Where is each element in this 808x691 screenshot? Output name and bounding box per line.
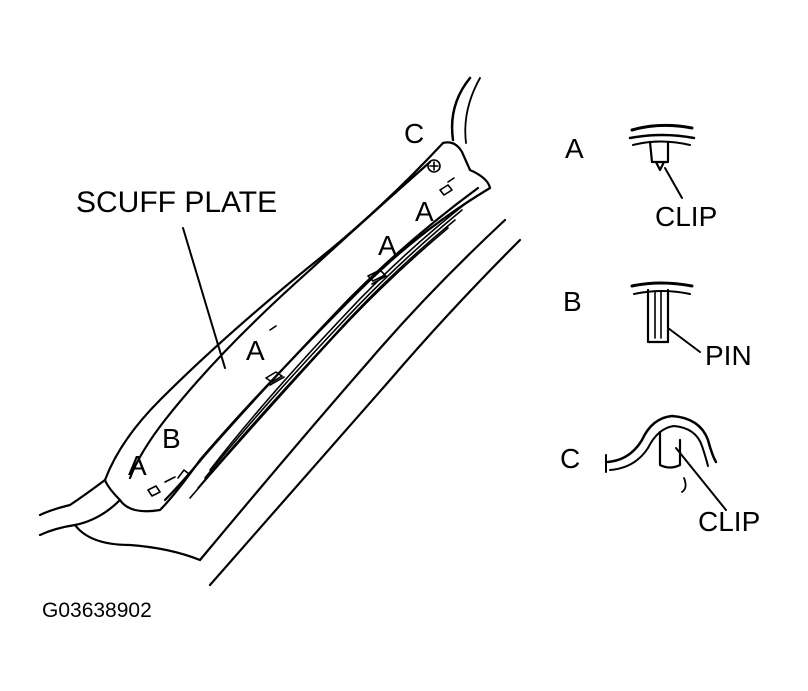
scuff-plate-outline-bottom bbox=[103, 186, 492, 513]
marker-a-top: A bbox=[415, 196, 434, 227]
detail-a-leader bbox=[664, 167, 683, 199]
detail-c-clip-drawing bbox=[605, 414, 727, 511]
door-opening-curve bbox=[450, 76, 472, 142]
detail-a-clip-label: CLIP bbox=[655, 201, 718, 232]
detail-b-leader bbox=[667, 327, 701, 353]
plate-clip-a-mid bbox=[265, 371, 285, 386]
plate-clip-a-top bbox=[439, 177, 455, 196]
scuff-plate-label: SCUFF PLATE bbox=[76, 186, 278, 219]
plate-lower-end bbox=[38, 478, 107, 517]
door-opening-curve-inner bbox=[464, 77, 481, 144]
figure-id: G03638902 bbox=[42, 599, 152, 622]
detail-b-marker: B bbox=[563, 286, 582, 317]
plate-rib-3 bbox=[197, 219, 456, 489]
marker-b-on-plate: B bbox=[162, 423, 181, 454]
marker-a-upper: A bbox=[378, 230, 397, 261]
detail-c-leader bbox=[675, 447, 727, 511]
plate-screw-c bbox=[427, 159, 441, 173]
sill-left-curve bbox=[73, 523, 202, 562]
plate-inner-border-2 bbox=[163, 186, 480, 502]
detail-c-marker: C bbox=[560, 443, 581, 474]
plate-inner-border-1 bbox=[128, 160, 432, 480]
plate-rib-2 bbox=[204, 209, 463, 479]
marker-a-middle: A bbox=[246, 335, 265, 366]
marker-a-lower: A bbox=[128, 450, 147, 481]
scuff-plate-leader bbox=[182, 227, 226, 369]
plate-rib-4 bbox=[189, 227, 449, 499]
plate-rib-1 bbox=[209, 199, 471, 471]
detail-a-clip-drawing bbox=[628, 123, 696, 199]
sill-line-2 bbox=[208, 238, 522, 587]
detail-c-clip-label: CLIP bbox=[698, 506, 761, 537]
marker-c-on-plate: C bbox=[404, 118, 425, 149]
sill-line-1 bbox=[198, 218, 507, 562]
detail-b-pin-drawing bbox=[630, 281, 701, 353]
plate-clip-a-lower bbox=[147, 469, 190, 497]
plate-clip-a-upper bbox=[367, 269, 387, 285]
plate-upper-end bbox=[441, 141, 492, 190]
plate-tick bbox=[269, 325, 277, 331]
detail-a-marker: A bbox=[565, 133, 584, 164]
detail-b-pin-label: PIN bbox=[705, 340, 752, 371]
